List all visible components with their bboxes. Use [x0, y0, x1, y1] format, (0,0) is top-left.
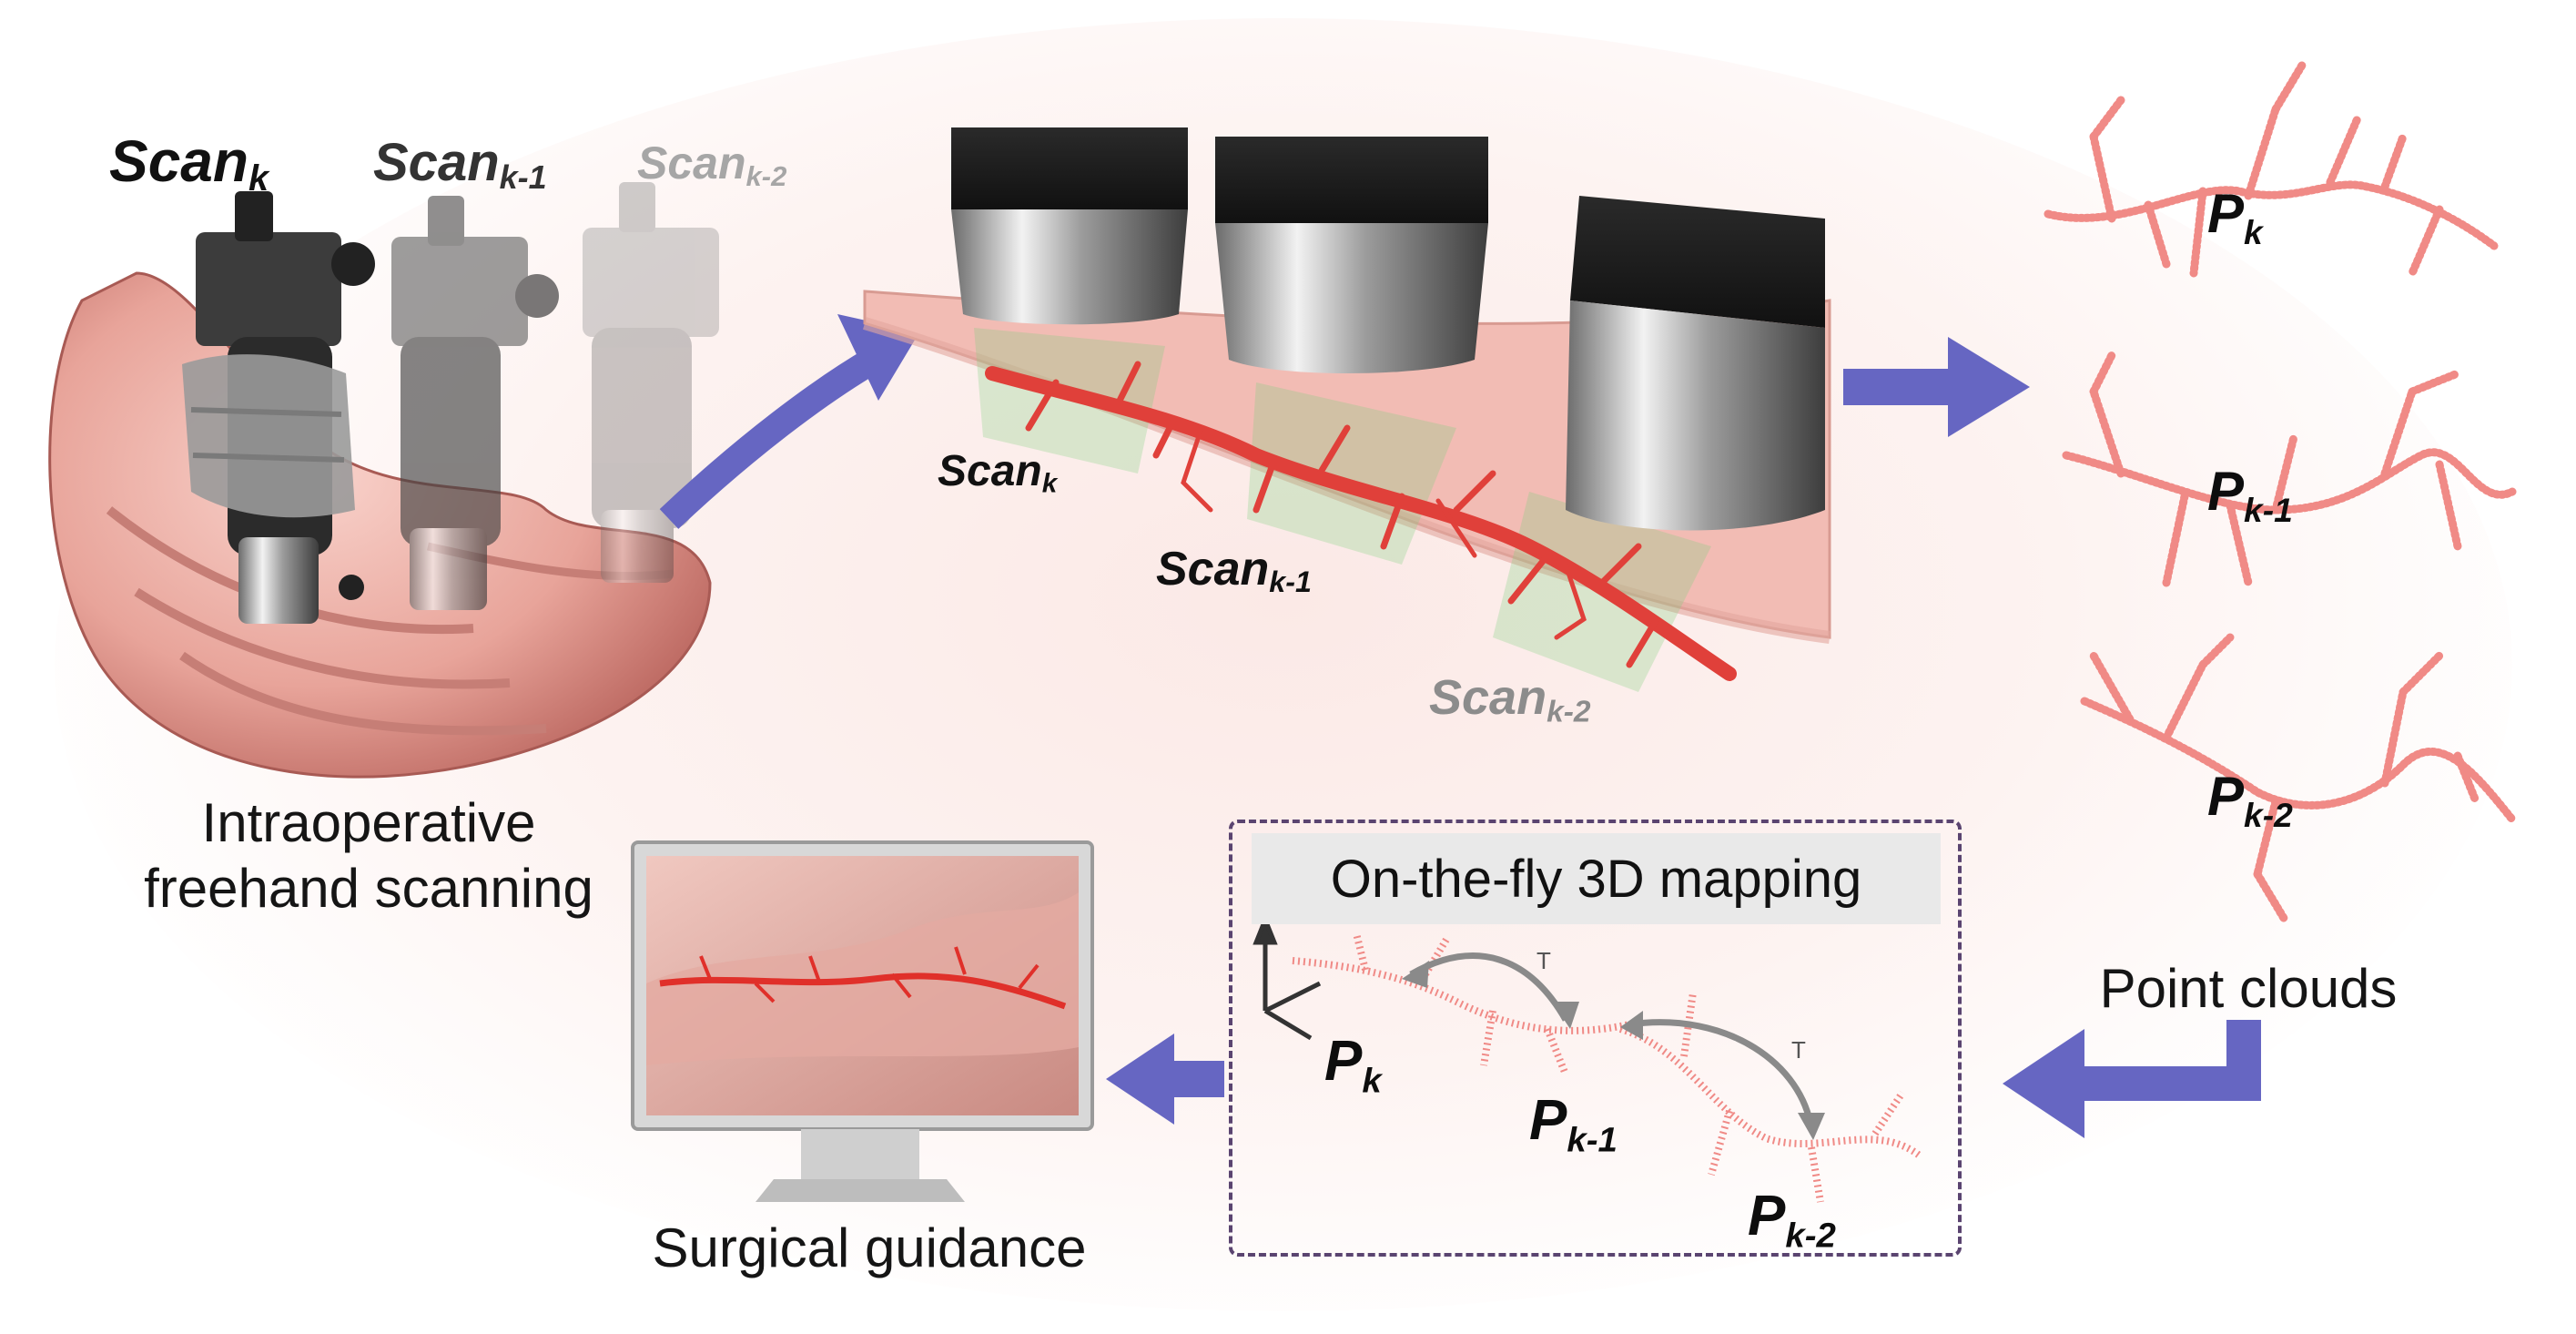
point-cloud-k1 [2062, 351, 2517, 587]
mapping-cloud-k2 [1618, 992, 1923, 1203]
monitor [631, 840, 1094, 1202]
probe-tip-k1 [1215, 137, 1488, 373]
probe-k [182, 191, 375, 624]
surgical-guidance-caption: Surgical guidance [652, 1217, 1087, 1278]
scan-k1-label-tissue: Scank-1 [1156, 543, 1312, 599]
arrow-to-mapping [2003, 1020, 2261, 1138]
mapping-axes-icon [1253, 913, 1322, 1041]
arrow-to-point-clouds [1843, 337, 2030, 437]
transform-arrows [1402, 952, 1825, 1140]
scan-k-label: Scank [109, 128, 269, 199]
scan-k-label-tissue: Scank [938, 447, 1058, 499]
probe-tip-k [951, 127, 1188, 325]
arrow-to-monitor [1106, 1034, 1224, 1125]
point-clouds-caption: Point clouds [2099, 958, 2398, 1019]
scan-k2-label: Scank-2 [637, 137, 787, 192]
point-cloud-k2 [2080, 633, 2517, 924]
point-cloud-k [2044, 59, 2499, 278]
transform-label-1: T [1536, 947, 1551, 974]
transform-label-2: T [1791, 1036, 1806, 1064]
probe-k2 [583, 182, 719, 583]
mapping-box [1229, 820, 1962, 1257]
mapping-cloud-k [1292, 932, 1630, 1076]
scan-k1-label: Scank-1 [373, 133, 547, 196]
mapping-pk2-label: Pk-2 [1748, 1185, 1836, 1256]
scan-k2-label-tissue: Scank-2 [1429, 670, 1591, 729]
pk2-label: Pk-2 [2207, 766, 2293, 835]
mapping-pk1-label: Pk-1 [1529, 1089, 1618, 1160]
probe-tip-k2 [1566, 196, 1825, 531]
mapping-title: On-the-fly 3D mapping [1252, 833, 1941, 924]
intraoperative-caption: Intraoperative freehand scanning [73, 790, 664, 922]
intraoperative-caption-line1: Intraoperative [201, 792, 536, 853]
intraoperative-caption-line2: freehand scanning [144, 858, 593, 919]
probe-k1 [391, 196, 559, 610]
vessel-network [985, 361, 1737, 681]
arrow-to-scan-panel [659, 314, 919, 529]
mapping-pk-label: Pk [1324, 1030, 1382, 1101]
pk-label: Pk [2207, 183, 2263, 252]
pk1-label: Pk-1 [2207, 461, 2293, 530]
